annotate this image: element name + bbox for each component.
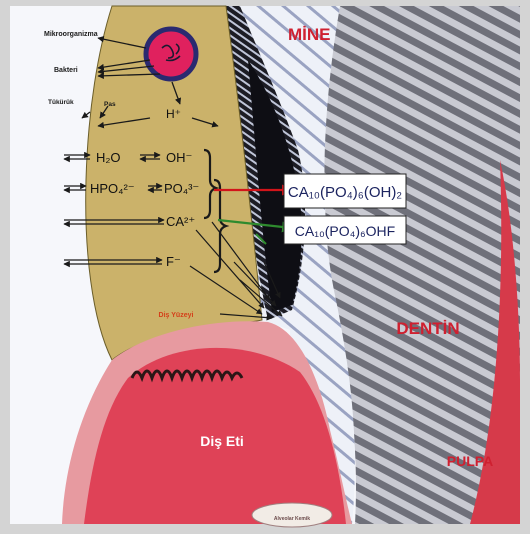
fluorapatite-formula: CA₁₀(PO₄)₆OHF [295,223,395,239]
label-bakteri: Bakteri [54,67,78,74]
label-mikroorganizma: Mikroorganizma [44,31,98,38]
label-dis-yuzeyi: Diş Yüzeyi [159,312,194,319]
ion-oh: OH⁻ [166,150,192,165]
ion-f: F⁻ [166,254,181,269]
alveolar-bone [252,503,332,527]
ion-h2o: H₂O [96,150,121,165]
ion-hpo4: HPO₄²⁻ [90,181,135,196]
ion-po4: PO₄³⁻ [164,181,199,196]
ion-h-plus: H⁺ [166,107,181,121]
label-pulpa: PULPA [447,453,493,469]
label-dis-eti: Diş Eti [200,433,244,449]
label-tukurruk: Tükürük [48,99,74,106]
microorganism-icon [146,29,196,79]
hydroxyapatite-formula: CA₁₀(PO₄)₆(OH)₂ [288,184,402,201]
label-dentin: DENTİN [396,319,459,338]
label-pas: Pas [104,101,116,108]
label-bottom-caption: Alveolar Kemik [274,516,310,522]
label-mine: MİNE [288,25,331,44]
ion-ca: CA²⁺ [166,214,195,229]
